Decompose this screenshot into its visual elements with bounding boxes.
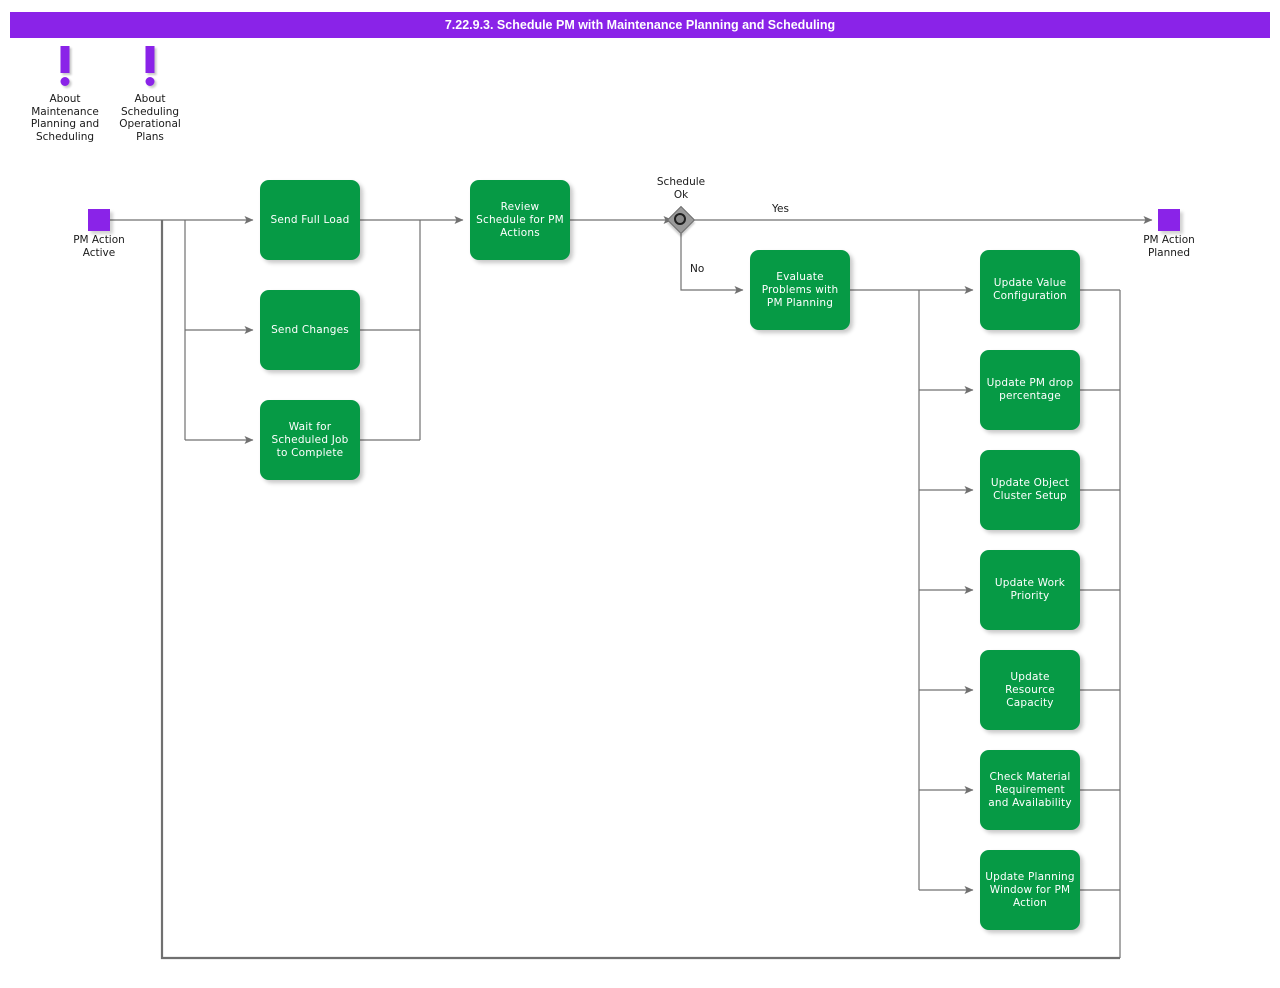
process-send-full-load[interactable]: Send Full Load bbox=[260, 180, 360, 260]
end-node-label: PM Action Planned bbox=[1143, 234, 1195, 259]
process-update-object-cluster-setup[interactable]: Update Object Cluster Setup bbox=[980, 450, 1080, 530]
process-update-planning-window-for-pm-action[interactable]: Update Planning Window for PM Action bbox=[980, 850, 1080, 930]
decision-ring-icon bbox=[674, 213, 686, 225]
process-evaluate-problems-with-pm-planning[interactable]: Evaluate Problems with PM Planning bbox=[750, 250, 850, 330]
process-send-changes[interactable]: Send Changes bbox=[260, 290, 360, 370]
edge-label-yes: Yes bbox=[772, 203, 789, 215]
decision-schedule-ok[interactable] bbox=[666, 205, 696, 235]
process-update-pm-drop-percentage[interactable]: Update PM drop percentage bbox=[980, 350, 1080, 430]
note-about-scheduling-operational-plans[interactable]: About Scheduling Operational Plans bbox=[95, 46, 205, 143]
exclamation-icon bbox=[95, 46, 205, 90]
start-node-label: PM Action Active bbox=[73, 234, 125, 259]
process-wait-for-scheduled-job-to-complete[interactable]: Wait for Scheduled Job to Complete bbox=[260, 400, 360, 480]
process-review-schedule-for-pm-actions[interactable]: Review Schedule for PM Actions bbox=[470, 180, 570, 260]
note-about-maintenance-planning-and-scheduling[interactable]: About Maintenance Planning and Schedulin… bbox=[10, 46, 120, 143]
end-node-pm-action-planned[interactable] bbox=[1158, 209, 1180, 231]
process-update-value-configuration[interactable]: Update Value Configuration bbox=[980, 250, 1080, 330]
start-node-pm-action-active[interactable] bbox=[88, 209, 110, 231]
note-label: About Maintenance Planning and Schedulin… bbox=[30, 93, 100, 143]
edge-label-no: No bbox=[690, 263, 705, 275]
note-label: About Scheduling Operational Plans bbox=[119, 93, 181, 143]
process-update-work-priority[interactable]: Update Work Priority bbox=[980, 550, 1080, 630]
process-update-resource-capacity[interactable]: Update Resource Capacity bbox=[980, 650, 1080, 730]
exclamation-icon bbox=[10, 46, 120, 90]
decision-label: Schedule Ok bbox=[656, 176, 706, 201]
page-title: 7.22.9.3. Schedule PM with Maintenance P… bbox=[10, 12, 1270, 38]
process-check-material-requirement-and-availability[interactable]: Check Material Requirement and Availabil… bbox=[980, 750, 1080, 830]
